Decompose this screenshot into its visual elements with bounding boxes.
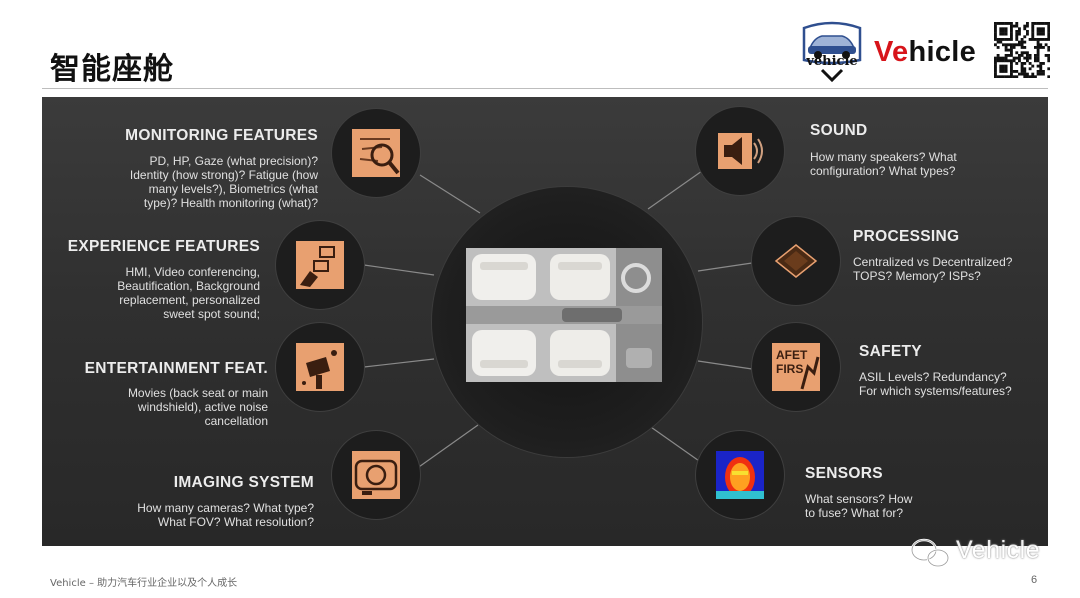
connector-processing xyxy=(697,262,753,272)
safety-node: AFET FIRS xyxy=(752,323,840,411)
safety-icon-text-2: FIRS xyxy=(776,362,803,376)
connector-safety xyxy=(697,360,753,370)
sensors-description: What sensors? How to fuse? What for? xyxy=(805,492,913,520)
processing-node xyxy=(752,217,840,305)
imaging-description: How many cameras? What type? What FOV? W… xyxy=(137,501,314,529)
connector-sound xyxy=(647,170,703,210)
brand-wordmark: Vehicle xyxy=(874,36,976,69)
safety-icon-text-1: AFET xyxy=(776,348,808,362)
slide-panel: AFET FIRS MONITORING FEATURES PD, HP, Ga… xyxy=(42,97,1048,546)
connector-sensors xyxy=(647,424,703,464)
processing-description: Centralized vs Decentralized? TOPS? Memo… xyxy=(853,255,1013,283)
wechat-watermark-icon xyxy=(910,538,950,568)
speaker-icon xyxy=(718,133,763,169)
sound-title: SOUND xyxy=(810,122,868,139)
safety-description: ASIL Levels? Redundancy? For which syste… xyxy=(859,370,1012,398)
experience-title: EXPERIENCE FEATURES xyxy=(67,238,260,255)
sound-node xyxy=(696,107,784,195)
chip-icon xyxy=(774,244,818,278)
experience-description: HMI, Video conferencing, Beautification,… xyxy=(117,265,260,321)
safety-first-icon: AFET FIRS xyxy=(772,343,820,391)
page-title: 智能座舱 xyxy=(50,52,174,87)
safety-title: SAFETY xyxy=(859,343,922,360)
sensors-title: SENSORS xyxy=(805,465,883,482)
processing-title: PROCESSING xyxy=(853,228,960,245)
film-projector-icon xyxy=(296,343,344,391)
face-recognition-icon xyxy=(352,129,400,177)
thermal-face-icon xyxy=(716,451,764,499)
connector-experience xyxy=(363,264,435,276)
watermark-text: Vehicle xyxy=(956,536,1041,564)
badge-text: vehicle xyxy=(805,54,857,69)
qr-code-icon xyxy=(994,22,1050,78)
monitoring-title: MONITORING FEATURES xyxy=(125,127,318,144)
vehicle-badge-logo: vehicle xyxy=(802,21,862,83)
connector-lines xyxy=(363,170,753,470)
footer-text: Vehicle – 助力汽车行业企业以及个人成长 xyxy=(50,578,238,589)
brand-rest: hicle xyxy=(908,36,977,68)
entertainment-description: Movies (back seat or main windshield), a… xyxy=(127,386,268,428)
brand-accent: Ve xyxy=(874,36,909,68)
car-cabin-image xyxy=(466,248,662,382)
page-number: 6 xyxy=(1031,574,1038,586)
hand-screens-icon xyxy=(296,241,344,289)
imaging-node xyxy=(332,431,420,519)
experience-node xyxy=(276,221,364,309)
monitoring-node xyxy=(332,109,420,197)
entertainment-node xyxy=(276,323,364,411)
connector-imaging xyxy=(415,424,479,470)
imaging-title: IMAGING SYSTEM xyxy=(173,474,314,491)
sound-description: How many speakers? What configuration? W… xyxy=(810,150,957,178)
connector-monitoring xyxy=(419,174,481,214)
camera-icon xyxy=(352,451,400,499)
monitoring-description: PD, HP, Gaze (what precision)? Identity … xyxy=(129,154,318,210)
sensors-node xyxy=(696,431,784,519)
entertainment-title: ENTERTAINMENT FEAT. xyxy=(84,360,268,377)
header-divider xyxy=(42,88,1048,89)
connector-entertainment xyxy=(363,358,435,368)
